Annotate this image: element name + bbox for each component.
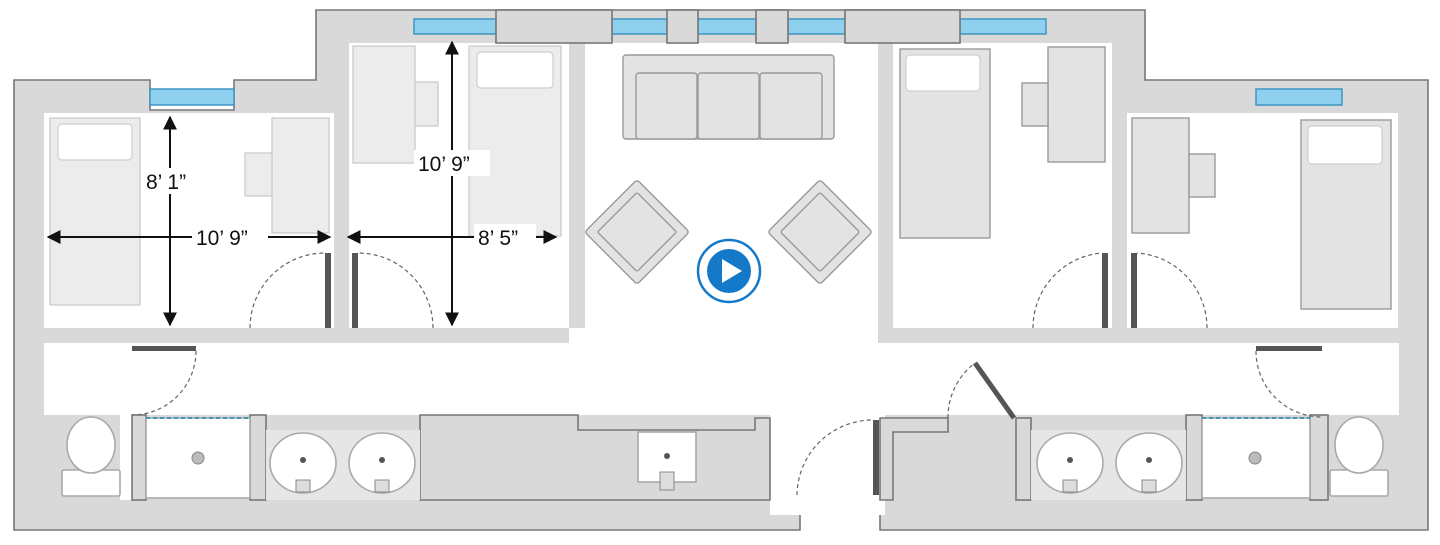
- door-bed3: [1032, 252, 1108, 329]
- dimension-label-room-b-width: 8’ 5”: [478, 227, 518, 250]
- pillow-1: [57, 123, 133, 161]
- sink-left-2: [348, 432, 416, 494]
- shower-drain-left: [191, 451, 205, 465]
- wall-between-bed3-bed4: [1112, 43, 1127, 343]
- wall-bed1-bottom: [44, 328, 250, 343]
- sink-right-1: [1036, 432, 1104, 494]
- desk-4: [1131, 117, 1190, 234]
- wall-bath-right-1: [1015, 417, 1032, 501]
- window-bed4: [1255, 88, 1343, 106]
- label-bg-room-b-width: [474, 224, 536, 250]
- door-corridor-center: [796, 419, 879, 496]
- toilet-left: [61, 416, 121, 497]
- wall-bed2-lounge: [569, 43, 585, 328]
- wall-bath-right-2: [1185, 414, 1203, 501]
- pillow-2: [476, 51, 554, 89]
- pillow-3: [905, 54, 981, 92]
- pier-3: [755, 9, 789, 44]
- door-closet-right: [947, 361, 1017, 420]
- dimension-label-room-a-width: 10’ 9”: [196, 227, 248, 250]
- corridor-floor: [44, 343, 1399, 415]
- play-icon: [722, 259, 742, 283]
- door-bath-left: [131, 346, 197, 416]
- door-bed4: [1131, 252, 1208, 329]
- pillow-4: [1307, 125, 1383, 165]
- corridor-extension-center: [770, 415, 885, 515]
- armchair-left: [585, 180, 689, 284]
- window-lounge-3: [787, 18, 846, 35]
- pier-1: [495, 9, 613, 44]
- wall-bath-left-1: [131, 414, 147, 501]
- dimension-label-room-b-height: 10’ 9”: [418, 153, 470, 176]
- door-bed1: [249, 252, 331, 329]
- sink-center: [637, 431, 697, 491]
- sink-right-2: [1115, 432, 1183, 494]
- sink-left-1: [269, 432, 337, 494]
- wall-bed2-bottom: [433, 328, 569, 343]
- wall-bed3-bottom: [880, 328, 1033, 343]
- shower-drain-right: [1248, 451, 1262, 465]
- wall-bed4-bottom: [1207, 328, 1398, 343]
- sofa: [622, 54, 835, 140]
- desk-2: [352, 45, 416, 164]
- pier-2: [666, 9, 699, 44]
- chair-2: [414, 81, 439, 127]
- window-lounge-1: [611, 18, 668, 35]
- toilet-right: [1329, 416, 1389, 497]
- dimension-label-room-a-height: 8’ 1”: [146, 171, 186, 194]
- wall-lounge-bed3: [878, 43, 893, 328]
- label-bg-room-a-width: [192, 224, 268, 250]
- chair-3: [1021, 82, 1049, 127]
- door-bed2: [352, 252, 434, 329]
- desk-1: [271, 117, 330, 234]
- chair-4: [1188, 153, 1216, 198]
- window-bed2: [413, 18, 497, 35]
- wall-bath-left-2: [249, 414, 267, 501]
- window-bed1: [149, 88, 235, 106]
- window-lounge-2: [697, 18, 757, 35]
- door-bath-right: [1255, 346, 1323, 418]
- play-button[interactable]: [696, 238, 762, 304]
- lounge-doorway-left: [569, 328, 589, 343]
- chair-1: [244, 152, 273, 197]
- pier-4: [844, 9, 961, 44]
- label-bg-room-a-height: [142, 168, 202, 194]
- wall-between-bed1-bed2: [334, 43, 349, 343]
- desk-3: [1047, 46, 1106, 163]
- window-bed3: [959, 18, 1047, 35]
- corridor-extension-left: [120, 415, 132, 500]
- label-bg-room-b-height: [414, 150, 490, 176]
- wall-bath-right-3: [1309, 414, 1329, 501]
- armchair-right: [768, 180, 872, 284]
